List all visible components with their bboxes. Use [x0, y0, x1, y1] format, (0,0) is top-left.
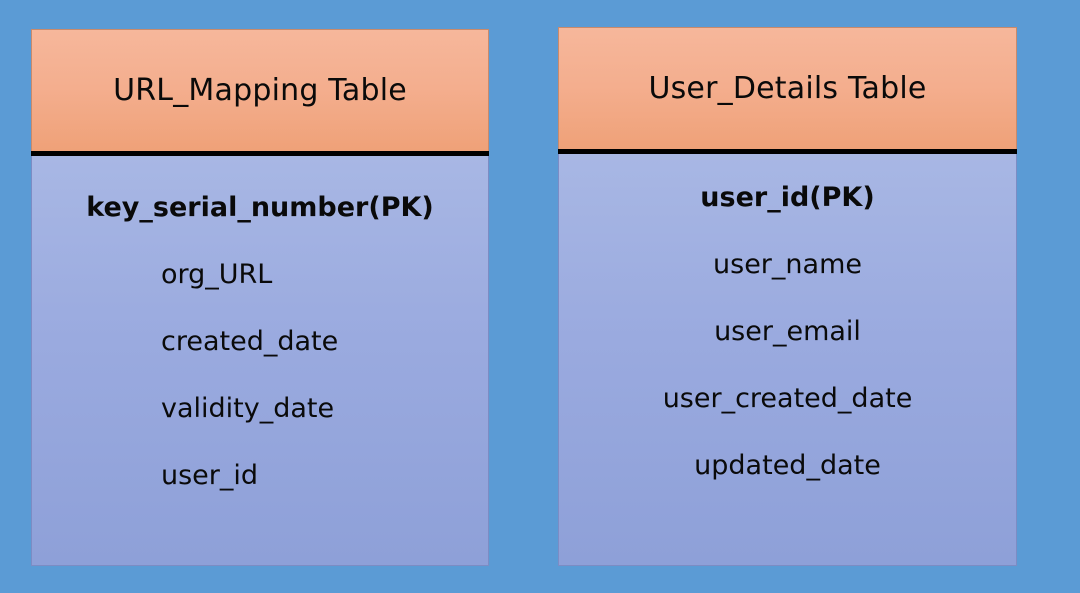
field-row[interactable]: org_URL	[161, 259, 273, 291]
field-list-user-details: user_id(PK) user_name user_email user_cr…	[559, 170, 1016, 481]
field-row[interactable]: user_id	[161, 460, 259, 492]
field-row[interactable]: user_created_date	[662, 383, 913, 415]
entity-title-url-mapping: URL_Mapping Table	[113, 73, 407, 108]
field-row[interactable]: created_date	[161, 326, 339, 358]
field-row[interactable]: validity_date	[161, 393, 335, 425]
entity-body-user-details: user_id(PK) user_name user_email user_cr…	[558, 154, 1017, 566]
field-row-primary-key[interactable]: key_serial_number(PK)	[86, 192, 434, 223]
entity-header-url-mapping: URL_Mapping Table	[31, 29, 489, 151]
entity-header-user-details: User_Details Table	[558, 27, 1017, 149]
field-row[interactable]: updated_date	[694, 450, 881, 482]
entity-table-url-mapping[interactable]: URL_Mapping Table key_serial_number(PK) …	[31, 29, 489, 566]
entity-body-url-mapping: key_serial_number(PK) org_URL created_da…	[31, 156, 489, 566]
field-row[interactable]: user_name	[713, 249, 862, 281]
entity-table-user-details[interactable]: User_Details Table user_id(PK) user_name…	[558, 27, 1017, 566]
entity-title-user-details: User_Details Table	[648, 71, 927, 106]
field-row-primary-key[interactable]: user_id(PK)	[700, 182, 875, 213]
entity-header-divider	[31, 151, 489, 156]
field-row[interactable]: user_email	[714, 316, 861, 348]
entity-header-divider	[558, 149, 1017, 154]
field-list-url-mapping: key_serial_number(PK) org_URL created_da…	[32, 172, 488, 491]
